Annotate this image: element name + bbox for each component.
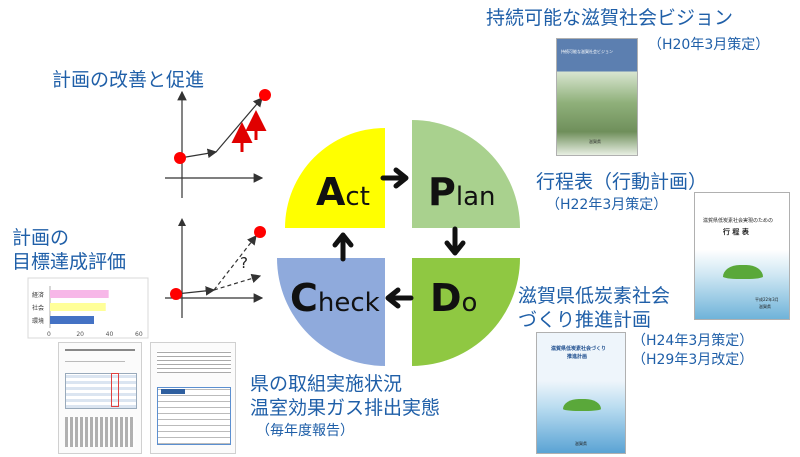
plan-cover-publisher: 滋賀県 <box>575 441 587 446</box>
bar-category-label: 環境 <box>32 317 44 325</box>
target-point-marker <box>259 89 271 101</box>
bar-category-label: 経済 <box>32 291 44 299</box>
vision-date: （H20年3月策定） <box>648 37 770 53</box>
bar-category-label: 社会 <box>32 304 44 312</box>
do-rest: o <box>461 288 478 318</box>
plan-title-line2: づくり推進計画 <box>518 309 652 331</box>
plan-cover-line1: 滋賀県低炭素社会づくり <box>551 346 607 352</box>
report-doc-table <box>58 342 142 454</box>
improve-title: 計画の改善と促進 <box>52 69 205 91</box>
plan-title-line1: 滋賀県低炭素社会 <box>518 285 671 307</box>
x-tick-label: 60 <box>135 331 143 338</box>
vision-title: 持続可能な滋賀社会ビジョン <box>486 7 734 29</box>
leaf-icon <box>723 265 763 279</box>
schedule-cover-line1: 滋賀県低炭素社会実現のための <box>703 218 774 224</box>
arrow-act-to-plan <box>380 167 409 189</box>
schedule-cover-date: 平成22年3月 <box>755 297 779 302</box>
act-rest: ct <box>345 182 370 212</box>
check-initial: C <box>290 276 318 320</box>
cycle-arrows <box>332 167 466 309</box>
pdca-cycle <box>277 120 520 366</box>
evaluation-graph <box>165 218 266 318</box>
start-point-marker <box>174 152 186 164</box>
arrow-check-to-act <box>332 232 354 262</box>
report-title-line1: 県の取組実施状況 <box>250 373 403 395</box>
current-point-marker <box>170 288 182 300</box>
vision-cover: 持続可能な滋賀社会ビジョン 滋賀県 <box>556 38 638 156</box>
plan-date-1: （H24年3月策定） <box>632 333 754 349</box>
report-note: （毎年度報告） <box>256 423 354 439</box>
eval-title-line2: 目標達成評価 <box>12 251 127 273</box>
vision-cover-publisher: 滋賀県 <box>589 139 601 144</box>
act-initial: A <box>316 170 346 214</box>
check-rest: heck <box>317 288 380 318</box>
report-title-line2: 温室効果ガス排出実態 <box>250 397 441 419</box>
bar <box>50 290 109 298</box>
do-label: Do <box>430 276 477 320</box>
x-tick-label: 0 <box>47 331 51 338</box>
bar <box>50 316 94 324</box>
schedule-title: 行程表（行動計画） <box>536 171 708 193</box>
schedule-date: （H22年3月策定） <box>546 197 668 213</box>
schedule-cover-publisher: 滋賀県 <box>759 304 771 309</box>
improvement-graph <box>165 89 271 198</box>
plan-rest: lan <box>455 182 496 212</box>
plan-label: Plan <box>428 170 496 214</box>
schedule-cover: 滋賀県低炭素社会実現のための 行 程 表 平成22年3月 滋賀県 <box>694 192 790 320</box>
do-initial: D <box>430 276 462 320</box>
vision-cover-title: 持続可能な滋賀社会ビジョン <box>561 49 613 54</box>
do-quadrant <box>412 258 520 366</box>
act-quadrant <box>285 128 385 228</box>
plan-cover-line2: 推進計画 <box>567 354 588 360</box>
question-mark: ? <box>240 254 248 272</box>
bar <box>50 303 106 311</box>
check-label: Check <box>290 276 380 320</box>
eval-title-line1: 計画の <box>12 227 70 249</box>
check-quadrant <box>277 258 385 366</box>
x-tick-label: 20 <box>76 331 84 338</box>
goal-point-marker <box>254 226 266 238</box>
leaf-icon <box>563 399 601 411</box>
plan-date-2: （H29年3月改定） <box>632 352 754 368</box>
arrow-plan-to-do <box>444 226 466 256</box>
plan-quadrant <box>412 120 520 228</box>
arrow-do-to-check <box>385 287 414 309</box>
act-label: Act <box>316 170 370 214</box>
plan-initial: P <box>428 170 456 214</box>
plan-cover: 滋賀県低炭素社会づくり 推進計画 滋賀県 <box>536 332 626 454</box>
report-doc-text <box>150 342 236 454</box>
x-tick-label: 40 <box>106 331 114 338</box>
schedule-cover-line2: 行 程 表 <box>723 228 749 236</box>
